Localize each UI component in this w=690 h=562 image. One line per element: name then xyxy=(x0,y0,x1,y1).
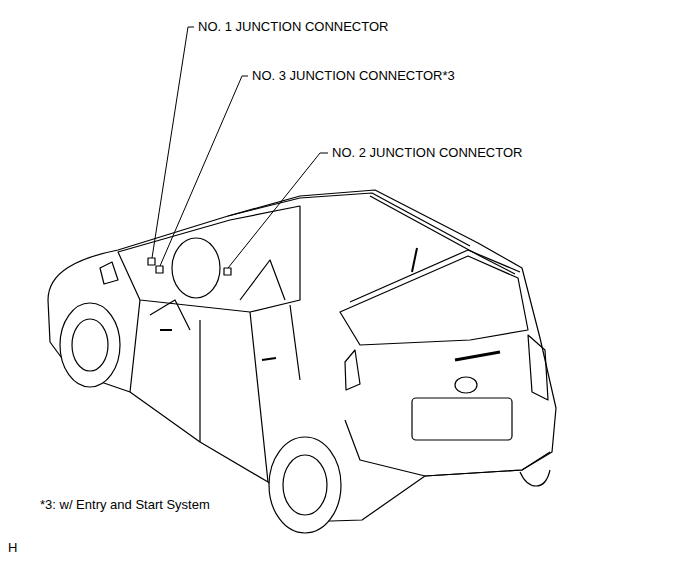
front-wheel xyxy=(60,303,120,387)
part-label: NO. 3 JUNCTION CONNECTOR*3 xyxy=(251,68,456,83)
mirror xyxy=(100,262,118,284)
rear-wheel xyxy=(269,437,341,533)
antenna xyxy=(412,248,417,272)
emblem xyxy=(455,377,477,393)
rear-bumper xyxy=(345,420,550,476)
roof-line xyxy=(228,193,470,246)
spoiler xyxy=(350,250,520,302)
seat xyxy=(150,260,285,330)
leader-line xyxy=(228,153,328,268)
roof-rail xyxy=(370,196,515,274)
figure-code: H xyxy=(7,540,18,555)
door-handle xyxy=(160,330,276,360)
license-plate-recess xyxy=(412,398,512,440)
junction-connector xyxy=(156,266,163,273)
rear-wiper xyxy=(455,352,500,360)
tail-light xyxy=(345,350,360,390)
steering-wheel xyxy=(172,238,220,298)
front-wheel-rim xyxy=(72,319,108,371)
junction-connector xyxy=(224,268,231,275)
door-line xyxy=(130,300,300,482)
tail-light xyxy=(528,335,548,400)
rear-right-wheel xyxy=(520,470,550,486)
footnote: *3: w/ Entry and Start System xyxy=(39,497,211,512)
leader-line xyxy=(152,27,194,258)
leader-line xyxy=(160,76,248,266)
junction-connector xyxy=(148,258,155,265)
part-label: NO. 1 JUNCTION CONNECTOR xyxy=(197,19,389,34)
rear-wheel-rim xyxy=(283,455,327,515)
part-label: NO. 2 JUNCTION CONNECTOR xyxy=(331,145,523,160)
rear-window xyxy=(340,256,528,345)
windshield xyxy=(118,206,300,312)
